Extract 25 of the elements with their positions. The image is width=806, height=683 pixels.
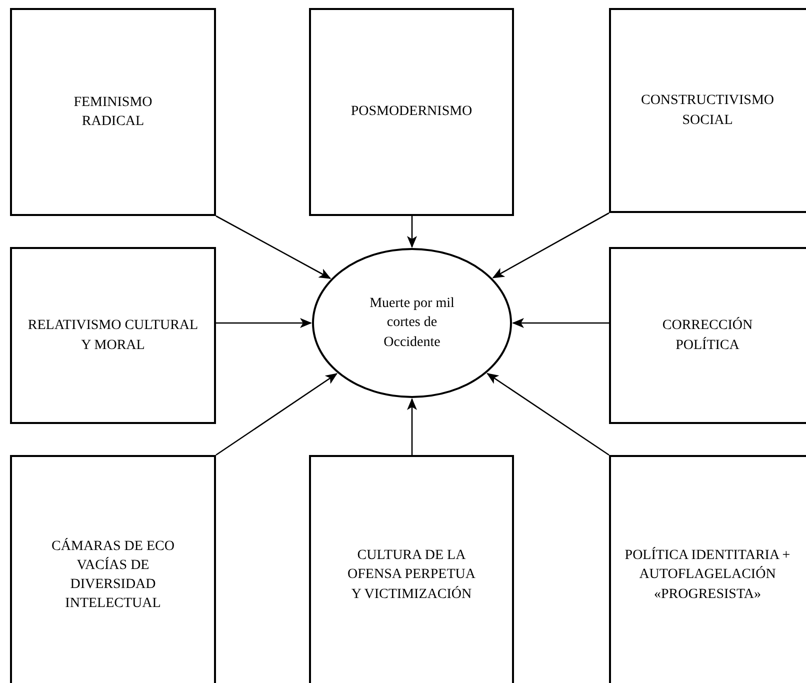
node-text: FEMINISMO RADICAL: [72, 94, 154, 131]
arrow: [216, 215, 332, 279]
concept-box: [10, 455, 216, 683]
concept-box: [10, 247, 216, 424]
node-text: POSMODERNISMO: [350, 103, 474, 122]
node-text: CÁMARAS DE ECO VACÍAS DE DIVERSIDAD INTELECTUAL: [50, 537, 176, 614]
concept-box: [309, 455, 514, 683]
node-text: POLÍTICA IDENTITARIA + AUTOFLAGELACIÓN «PROGRESISTA»: [624, 546, 792, 604]
arrow: [407, 398, 417, 455]
arrow: [486, 372, 610, 456]
arrow: [407, 216, 417, 248]
concept-box: [609, 8, 806, 213]
node-text: Muerte por mil cortes de Occidente: [368, 295, 456, 352]
arrow: [216, 373, 338, 456]
arrow: [512, 318, 609, 328]
node-text: CULTURA DE LA OFENSA PERPETUA Y VICTIMIZACIÓN: [346, 547, 476, 604]
concept-box: [309, 8, 514, 216]
node-text: CONSTRUCTIVISMO SOCIAL: [640, 92, 775, 130]
arrow: [216, 318, 312, 328]
node-text: CORRECCIÓN POLÍTICA: [661, 316, 754, 354]
concept-box: [609, 247, 806, 424]
node-text: RELATIVISMO CULTURAL Y MORAL: [26, 317, 200, 354]
arrow: [492, 212, 610, 278]
concept-box: [609, 455, 806, 683]
concept-box: [10, 8, 216, 216]
